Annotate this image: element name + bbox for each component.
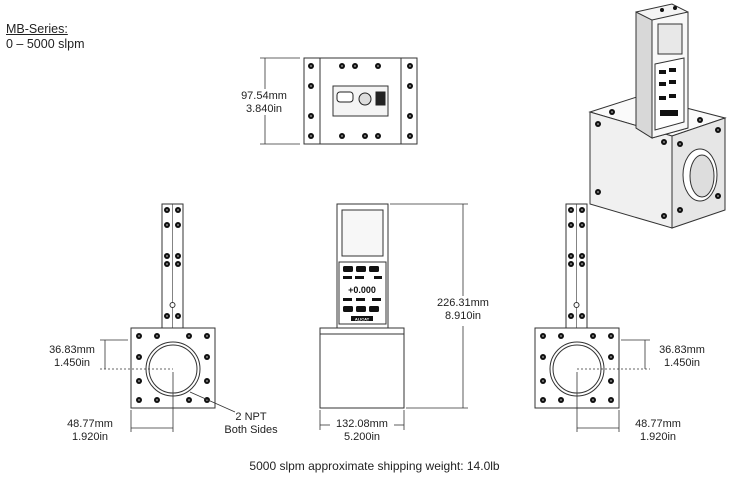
flow-range: 0 – 5000 slpm xyxy=(6,37,85,51)
left-port-height-mm: 36.83mm xyxy=(49,344,95,356)
right-port-width-mm: 48.77mm xyxy=(635,418,681,430)
brand-label: ALICAT xyxy=(355,317,370,322)
shipping-weight-note: 5000 slpm approximate shipping weight: 1… xyxy=(249,459,500,473)
top-height-in: 3.840in xyxy=(245,103,283,115)
left-dimension-lines xyxy=(100,339,236,432)
top-height-dimension: 97.54mm 3.840in xyxy=(228,90,300,116)
display-reading: +0.000 xyxy=(348,285,376,295)
npt-line-1: 2 NPT xyxy=(235,411,267,423)
right-port-height-mm: 36.83mm xyxy=(659,344,705,356)
right-port-height-dimension: 36.83mm 1.450in xyxy=(650,344,714,370)
front-height-dimension: 226.31mm 8.910in xyxy=(427,297,499,323)
front-width-mm: 132.08mm xyxy=(336,418,388,430)
front-width-in: 5.200in xyxy=(343,431,381,443)
left-port-height-dimension: 36.83mm 1.450in xyxy=(40,344,104,370)
left-port-width-in: 1.920in xyxy=(71,431,109,443)
front-height-in: 8.910in xyxy=(444,310,482,322)
series-title: MB-Series: xyxy=(6,22,68,36)
top-view xyxy=(303,57,418,145)
top-height-mm: 97.54mm xyxy=(241,90,287,102)
right-port-width-in: 1.920in xyxy=(639,431,677,443)
right-dimension-lines xyxy=(576,339,650,432)
isometric-keys xyxy=(659,6,678,116)
right-port-height-in: 1.450in xyxy=(663,357,701,369)
left-port-width-dimension: 48.77mm 1.920in xyxy=(58,418,122,444)
npt-note: 2 NPT Both Sides xyxy=(218,411,284,437)
isometric-view xyxy=(588,3,727,229)
front-dimension-lines xyxy=(319,203,468,430)
top-height-dimension-lines xyxy=(260,57,300,145)
npt-line-2: Both Sides xyxy=(224,424,278,436)
front-view-keypad xyxy=(343,266,382,321)
left-port-height-in: 1.450in xyxy=(53,357,91,369)
front-width-dimension: 132.08mm 5.200in xyxy=(326,418,398,444)
front-height-mm: 226.31mm xyxy=(437,297,489,309)
right-port-width-dimension: 48.77mm 1.920in xyxy=(626,418,690,444)
left-port-width-mm: 48.77mm xyxy=(67,418,113,430)
